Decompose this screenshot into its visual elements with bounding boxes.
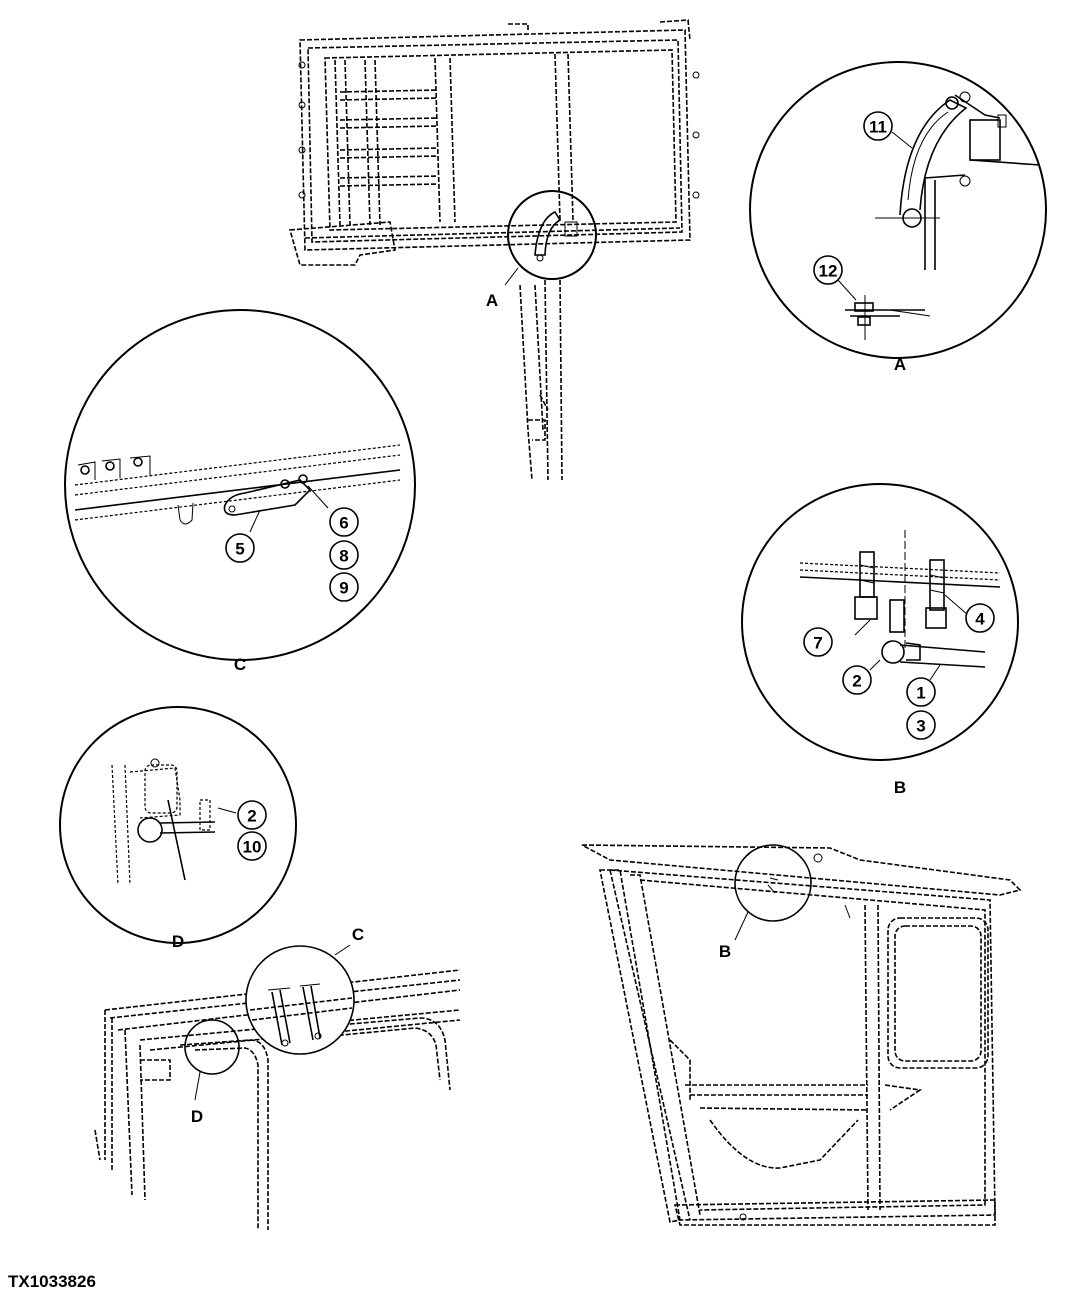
view-label-a: A <box>894 355 906 374</box>
cab-roof-top-view <box>288 19 700 481</box>
view-label-c: C <box>352 925 364 944</box>
detail-view-a: A <box>749 61 1047 374</box>
callout-8: 8 <box>329 540 359 570</box>
svg-text:10: 10 <box>243 838 262 857</box>
svg-text:4: 4 <box>975 610 985 629</box>
cab-frame-left-view: D C <box>94 925 461 1230</box>
svg-text:7: 7 <box>813 634 822 653</box>
svg-text:8: 8 <box>339 547 348 566</box>
callout-6: 6 <box>329 507 359 537</box>
detail-marker-a: A <box>486 190 597 310</box>
svg-text:1: 1 <box>916 684 925 703</box>
view-label-a-top: A <box>486 291 498 310</box>
callout-2-b: 2 <box>842 665 872 695</box>
svg-text:5: 5 <box>235 540 244 559</box>
svg-text:11: 11 <box>869 118 887 137</box>
svg-text:6: 6 <box>339 514 348 533</box>
callout-2-d: 2 <box>237 800 267 830</box>
detail-view-b: B <box>741 483 1019 797</box>
callout-9: 9 <box>329 572 359 602</box>
figure-id: TX1033826 <box>8 1272 96 1291</box>
callout-3: 3 <box>906 710 936 740</box>
svg-text:9: 9 <box>339 579 348 598</box>
callout-4: 4 <box>965 603 995 633</box>
svg-text:3: 3 <box>916 717 925 736</box>
svg-text:12: 12 <box>819 262 838 281</box>
callout-10: 10 <box>237 831 267 861</box>
callout-12: 12 <box>813 255 857 301</box>
callout-5: 5 <box>225 533 255 563</box>
detail-view-c: C <box>64 309 416 674</box>
cab-frame-right-view: B <box>581 844 1022 1226</box>
callout-11: 11 <box>863 111 913 149</box>
callout-1: 1 <box>906 677 936 707</box>
callout-7: 7 <box>803 627 833 657</box>
view-label-d: D <box>191 1107 203 1126</box>
svg-text:2: 2 <box>247 807 256 826</box>
view-label-c-detail: C <box>234 655 246 674</box>
svg-text:2: 2 <box>852 672 861 691</box>
view-label-b-detail: B <box>894 778 906 797</box>
view-label-b: B <box>719 942 731 961</box>
detail-view-d: D <box>59 706 297 951</box>
view-label-d-detail: D <box>172 932 184 951</box>
